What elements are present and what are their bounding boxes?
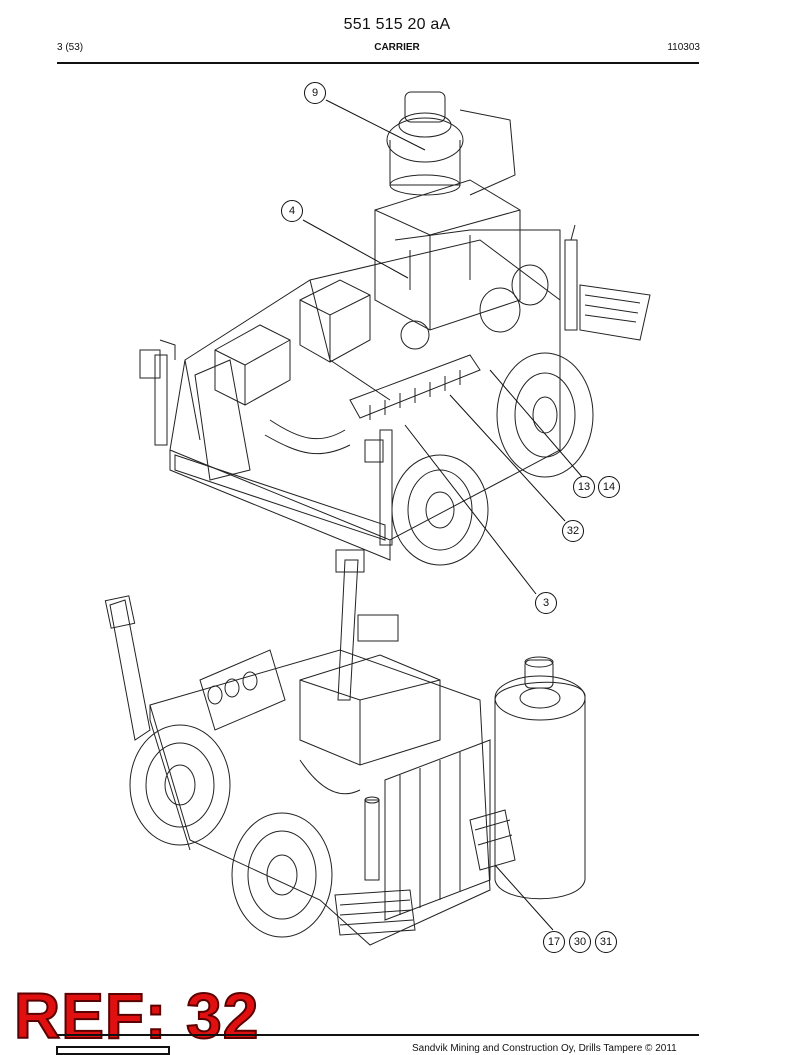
callout-13[interactable]: 13 bbox=[573, 476, 595, 498]
sandvik-logo bbox=[56, 1046, 170, 1055]
date-code: 110303 bbox=[667, 42, 700, 53]
upper-carrier-view bbox=[139, 91, 651, 566]
reference-stamp: REF: 32 bbox=[13, 980, 260, 1052]
callout-17[interactable]: 17 bbox=[543, 931, 565, 953]
footer-copyright: Sandvik Mining and Construction Oy, Dril… bbox=[412, 1043, 677, 1054]
page-indicator: 3 (53) bbox=[57, 42, 84, 53]
callout-9[interactable]: 9 bbox=[304, 82, 326, 104]
callout-3[interactable]: 3 bbox=[535, 592, 557, 614]
callout-31[interactable]: 31 bbox=[595, 931, 617, 953]
lower-carrier-view bbox=[104, 549, 586, 946]
callout-14[interactable]: 14 bbox=[598, 476, 620, 498]
callout-30[interactable]: 30 bbox=[569, 931, 591, 953]
section-title: CARRIER bbox=[374, 42, 420, 53]
callout-leaders bbox=[302, 99, 584, 931]
footer-rule bbox=[57, 1034, 699, 1036]
callout-32[interactable]: 32 bbox=[562, 520, 584, 542]
header-rule bbox=[57, 62, 699, 64]
callout-4[interactable]: 4 bbox=[281, 200, 303, 222]
document-number: 551 515 20 aA bbox=[343, 16, 451, 33]
